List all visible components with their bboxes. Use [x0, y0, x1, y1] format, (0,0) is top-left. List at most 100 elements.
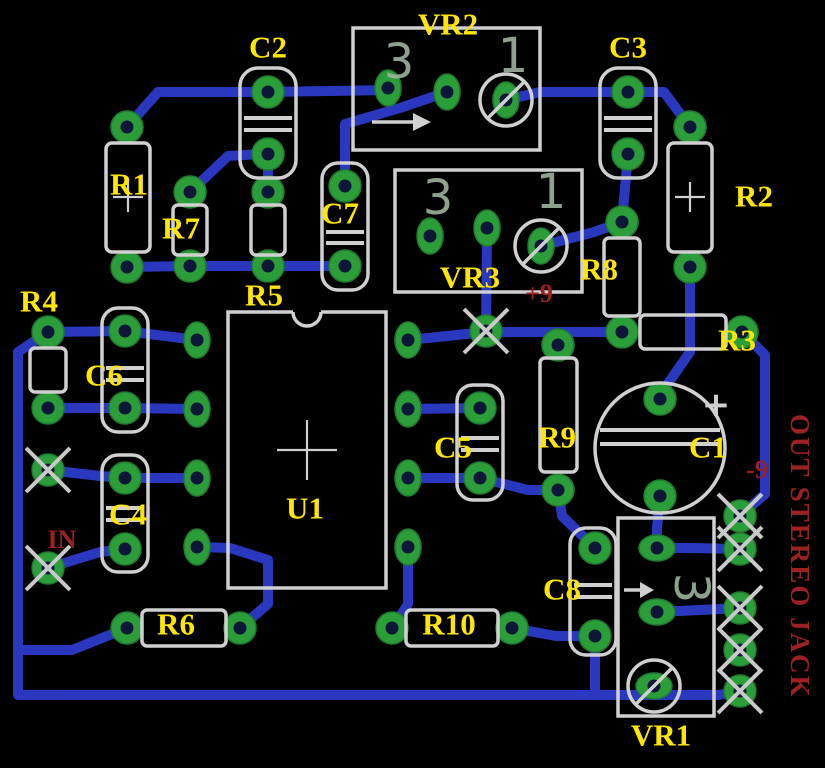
ic-pad[interactable]	[183, 528, 211, 566]
pad[interactable]	[605, 205, 639, 239]
r8-outline[interactable]	[602, 236, 642, 318]
vr1-pin3-marking: 3	[663, 573, 719, 604]
output-jack-pad[interactable]	[716, 626, 764, 674]
r6-outline[interactable]	[140, 608, 228, 648]
pad[interactable]	[375, 611, 409, 645]
ic-pad[interactable]	[394, 528, 422, 566]
pad[interactable]	[541, 473, 575, 507]
net-label-out-stereo-jack: OUT STEREO JACK	[785, 414, 815, 699]
trimmer-pad[interactable]	[638, 534, 676, 562]
trimmer-pad[interactable]	[473, 209, 501, 247]
output-jack-pad[interactable]	[716, 525, 764, 573]
vr2-pin3-marking: 3	[384, 34, 415, 90]
net-label-minus9: -9	[746, 455, 768, 484]
ic-pad[interactable]	[394, 390, 422, 428]
designator-r8: R8	[580, 251, 618, 287]
c1-outline[interactable]	[593, 381, 727, 515]
pad[interactable]	[31, 391, 65, 425]
output-jack-pad[interactable]	[716, 584, 764, 632]
vr2-outline[interactable]	[351, 26, 542, 152]
pad[interactable]	[605, 315, 639, 349]
designator-r3: R3	[718, 322, 756, 358]
r7-outline[interactable]	[171, 203, 209, 257]
input-jack-pad[interactable]	[24, 446, 72, 494]
vr3-outline[interactable]	[393, 168, 584, 294]
designator-c4: C4	[109, 496, 147, 532]
r2-outline[interactable]	[666, 141, 714, 254]
markings: 3 1 3 1 3 +	[384, 28, 731, 603]
ic-pad[interactable]	[183, 459, 211, 497]
vr3-pin1-marking: 1	[536, 164, 567, 220]
designator-r10: R10	[422, 606, 476, 642]
designator-vr3: VR3	[439, 259, 501, 295]
pad[interactable]	[31, 315, 65, 349]
pad[interactable]	[110, 611, 144, 645]
pad[interactable]	[578, 619, 612, 653]
pad[interactable]	[495, 611, 529, 645]
pad[interactable]	[251, 137, 285, 171]
pad[interactable]	[108, 391, 142, 425]
net-label-in: IN	[47, 525, 77, 554]
pad[interactable]	[463, 461, 497, 495]
pad[interactable]	[643, 382, 677, 416]
silkscreen	[28, 26, 728, 718]
c7-outline[interactable]	[320, 161, 370, 292]
c1-plus-marking: +	[702, 385, 731, 425]
r4-outline[interactable]	[28, 346, 68, 394]
pad[interactable]	[110, 110, 144, 144]
r3-outline[interactable]	[638, 313, 728, 351]
c4-outline[interactable]	[100, 453, 150, 574]
net-label-plus9: +9	[525, 279, 553, 308]
ic-pad[interactable]	[394, 459, 422, 497]
c3-outline[interactable]	[598, 66, 658, 180]
c2-outline[interactable]	[238, 66, 298, 180]
pad[interactable]	[541, 328, 575, 362]
designator-r2: R2	[735, 178, 773, 214]
pad[interactable]	[463, 391, 497, 425]
pad[interactable]	[673, 110, 707, 144]
ic-pad[interactable]	[183, 390, 211, 428]
designator-c7: C7	[321, 195, 359, 231]
pad[interactable]	[328, 249, 362, 283]
pad[interactable]	[223, 611, 257, 645]
designator-c5: C5	[434, 429, 472, 465]
r5-outline[interactable]	[249, 203, 287, 257]
ic-pad[interactable]	[183, 321, 211, 359]
c6-outline[interactable]	[100, 306, 150, 434]
designator-c2: C2	[249, 29, 287, 65]
pad[interactable]	[643, 479, 677, 513]
vr3-pin3-marking: 3	[423, 170, 454, 226]
wire-pad[interactable]	[462, 307, 510, 355]
r9-outline[interactable]	[538, 356, 579, 474]
pad[interactable]	[251, 75, 285, 109]
pad[interactable]	[110, 250, 144, 284]
designator-r5: R5	[245, 277, 283, 313]
designator-c8: C8	[543, 571, 581, 607]
output-jack-pad[interactable]	[716, 667, 764, 715]
c5-outline[interactable]	[455, 383, 505, 502]
c8-outline[interactable]	[568, 526, 618, 657]
trimmer-pad[interactable]	[433, 73, 461, 111]
designator-c6: C6	[85, 357, 123, 393]
pad[interactable]	[108, 532, 142, 566]
designator-r9: R9	[538, 419, 576, 455]
designator-c3: C3	[609, 29, 647, 65]
ic-pad[interactable]	[394, 321, 422, 359]
pad[interactable]	[611, 137, 645, 171]
pad[interactable]	[578, 531, 612, 565]
pad[interactable]	[673, 250, 707, 284]
pad[interactable]	[173, 175, 207, 209]
u1-outline[interactable]	[226, 298, 388, 590]
pad[interactable]	[108, 314, 142, 348]
r1-outline[interactable]	[104, 141, 152, 254]
designator-vr2: VR2	[417, 6, 479, 42]
pad[interactable]	[108, 461, 142, 495]
vr1-outline[interactable]	[616, 516, 716, 718]
pad[interactable]	[251, 175, 285, 209]
r10-outline[interactable]	[404, 608, 500, 648]
pad[interactable]	[611, 75, 645, 109]
designator-r7: R7	[162, 210, 200, 246]
designator-c1: C1	[689, 429, 727, 465]
